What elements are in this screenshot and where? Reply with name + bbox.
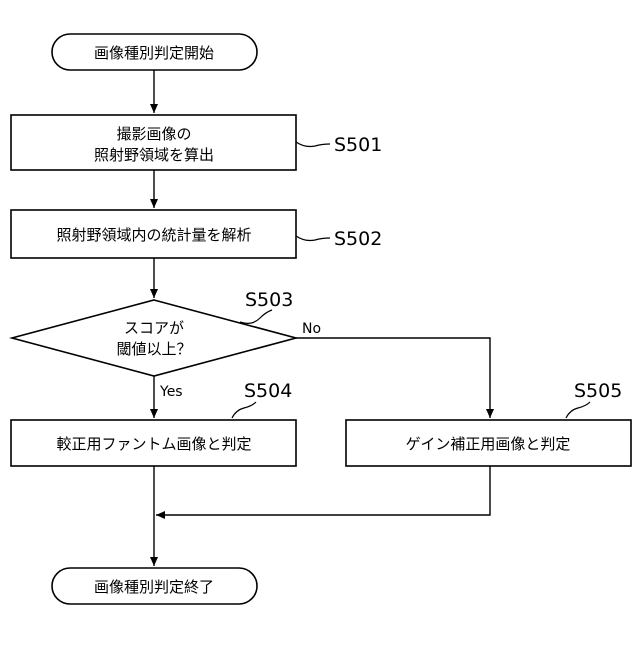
decision-s503 — [12, 300, 296, 376]
arrow-no-branch — [296, 338, 490, 418]
process-s501-line1: 撮影画像の — [116, 125, 191, 143]
branch-label-yes: Yes — [159, 384, 183, 400]
leader-s501 — [296, 142, 330, 147]
step-label-s503: S503 — [245, 289, 293, 311]
step-label-s504: S504 — [244, 380, 292, 402]
step-label-s501: S501 — [334, 134, 382, 156]
step-label-s505: S505 — [574, 380, 622, 402]
decision-s503-line2: 閾値以上？ — [116, 340, 191, 358]
end-terminal-label: 画像種別判定終了 — [94, 578, 214, 596]
arrow-s505-merge — [156, 466, 490, 515]
leader-s502 — [296, 236, 330, 241]
leader-s503 — [240, 310, 272, 323]
branch-label-no: No — [302, 321, 321, 337]
process-s501-line2: 照射野領域を算出 — [94, 146, 214, 164]
process-s505-label: ゲイン補正用画像と判定 — [406, 435, 571, 453]
leader-s504 — [232, 402, 256, 418]
process-s504-label: 較正用ファントム画像と判定 — [56, 435, 251, 453]
leader-s505 — [566, 402, 590, 418]
start-terminal-label: 画像種別判定開始 — [94, 44, 214, 62]
step-label-s502: S502 — [334, 228, 382, 250]
decision-s503-line1: スコアが — [124, 319, 184, 337]
process-s502-label: 照射野領域内の統計量を解析 — [56, 226, 251, 244]
